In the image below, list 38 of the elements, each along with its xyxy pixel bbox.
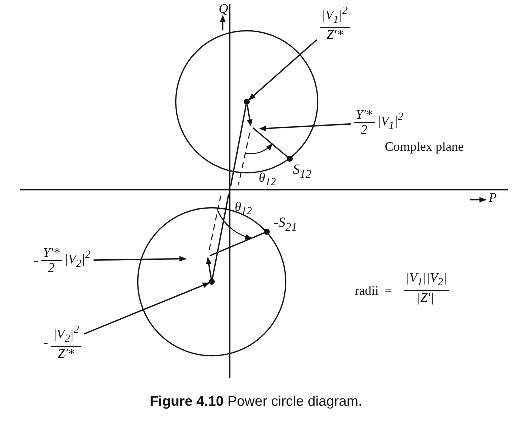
denominator: Z'* xyxy=(58,346,75,362)
point-label: S$_{12}$ xyxy=(293,163,312,182)
leader-line xyxy=(259,124,352,132)
denominator: Z'* xyxy=(326,28,344,42)
math-label: radii xyxy=(355,284,379,298)
math-label: - xyxy=(34,254,38,268)
math-label: |V$_{1}$|$^{2}$ xyxy=(378,112,404,134)
leader-line xyxy=(248,40,318,100)
arrow xyxy=(206,257,212,280)
numerator: |V$_{1}$||V$_{2}$| xyxy=(404,271,450,290)
numerator: Y'* xyxy=(354,108,375,124)
line xyxy=(210,232,264,257)
point-dot xyxy=(264,229,270,235)
arrow xyxy=(246,104,253,127)
line xyxy=(212,194,230,280)
point-dot xyxy=(287,156,293,162)
math-label: = xyxy=(385,284,392,298)
denominator: 2 xyxy=(48,261,55,276)
numerator: |V$_{2}$|$^{2}$ xyxy=(51,325,82,347)
point-dot xyxy=(209,279,215,285)
point-label: -S$_{21}$ xyxy=(274,216,298,235)
line xyxy=(252,128,288,158)
math-label: |V$_{2}$|$^{2}$ xyxy=(64,250,91,272)
numerator: |V$_{1}$|$^{2}$ xyxy=(320,6,350,28)
denominator: 2 xyxy=(361,123,368,138)
leader-line xyxy=(84,282,210,335)
math-label: Q xyxy=(219,2,228,16)
math-label: θ$_{12}$ xyxy=(235,200,252,218)
numerator: Y'* xyxy=(41,246,62,262)
leader-line xyxy=(94,256,187,262)
line xyxy=(230,104,248,186)
math-label: Complex plane xyxy=(385,140,464,154)
math-label: - xyxy=(44,336,48,350)
denominator: |Z'| xyxy=(417,291,434,306)
figure-caption: Figure 4.10 Power circle diagram. xyxy=(150,393,362,409)
math-label: θ$_{12}$ xyxy=(259,171,276,190)
math-label: P xyxy=(489,191,497,206)
point-dot xyxy=(244,99,250,105)
